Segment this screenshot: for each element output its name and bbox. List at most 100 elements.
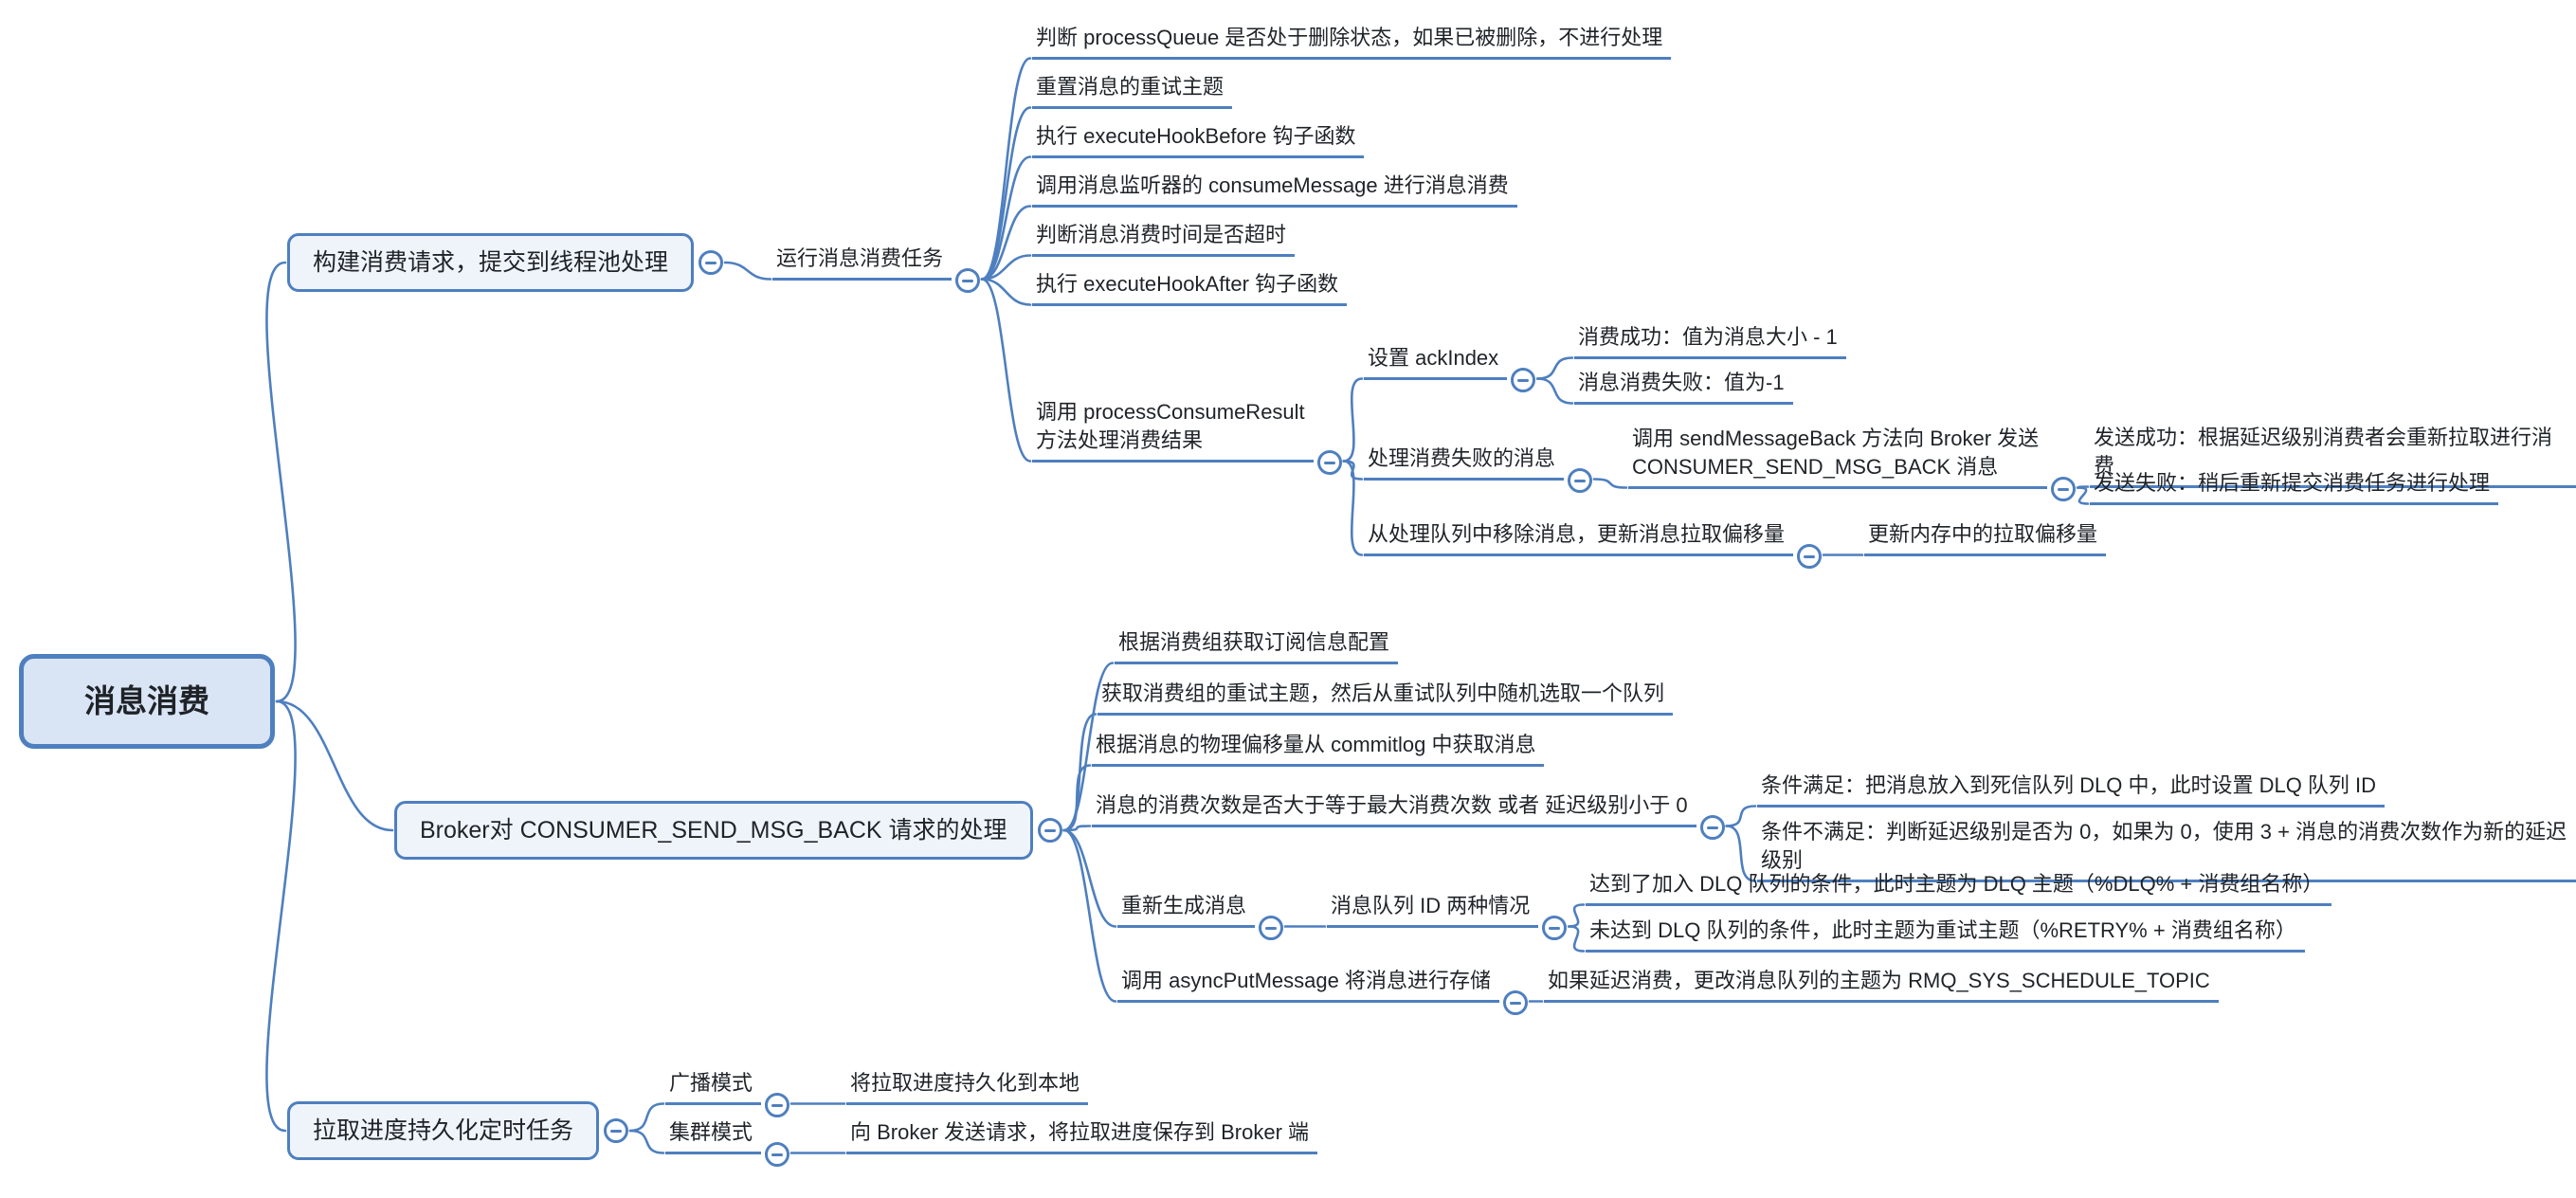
connector <box>2076 485 2090 489</box>
connector <box>980 57 1032 281</box>
node-label: 更新内存中的拉取偏移量 <box>1864 520 2107 556</box>
connector <box>1342 377 1364 463</box>
leaf-update-memory-offset[interactable]: 更新内存中的拉取偏移量 <box>1864 520 2107 556</box>
node-label: 向 Broker 发送请求，将拉取进度保存到 Broker 端 <box>846 1118 1318 1154</box>
collapse-minus-icon[interactable] <box>765 1093 790 1117</box>
node-label: 集群模式 <box>665 1118 762 1154</box>
root-topic-message-consumption[interactable]: 消息消费 <box>19 654 275 749</box>
node-check-max-reconsume-times[interactable]: 消息的消费次数是否大于等于最大消费次数 或者 延迟级别小于 0 <box>1092 791 1725 840</box>
collapse-minus-icon[interactable] <box>2051 477 2077 501</box>
node-label: 判断 processQueue 是否处于删除状态，如果已被删除，不进行处理 <box>1032 24 1672 60</box>
topic-offset-persist-task[interactable]: 拉取进度持久化定时任务 <box>287 1101 629 1160</box>
node-label: 获取消费组的重试主题，然后从重试队列中随机选取一个队列 <box>1098 680 1674 716</box>
node-remove-message-update-offset[interactable]: 从处理队列中移除消息，更新消息拉取偏移量 <box>1364 520 1823 569</box>
node-handle-failed-messages[interactable]: 处理消费失败的消息 <box>1364 445 1593 493</box>
collapse-minus-icon[interactable] <box>698 250 724 275</box>
node-process-consume-result[interactable]: 调用 processConsumeResult 方法处理消费结果 <box>1032 398 1342 475</box>
collapse-minus-icon[interactable] <box>955 268 981 293</box>
connector <box>1567 925 1586 953</box>
leaf-condition-met-dlq[interactable]: 条件满足：把消息放入到死信队列 DLQ 中，此时设置 DLQ 队列 ID <box>1757 771 2386 808</box>
minus-glyph <box>771 1103 784 1107</box>
minus-glyph <box>771 1153 784 1156</box>
node-cluster-mode[interactable]: 集群模式 <box>665 1118 790 1167</box>
leaf-get-subscription-config[interactable]: 根据消费组获取订阅信息配置 <box>1115 628 1399 664</box>
topic-broker-send-msg-back-handling[interactable]: Broker对 CONSUMER_SEND_MSG_BACK 请求的处理 <box>394 801 1062 860</box>
connector <box>628 1102 665 1133</box>
connector <box>1535 377 1574 405</box>
minus-glyph <box>1804 554 1816 558</box>
node-set-ack-index[interactable]: 设置 ackIndex <box>1364 344 1536 392</box>
connector <box>1567 903 1586 928</box>
node-label: 达到了加入 DLQ 队列的条件，此时主题为 DLQ 主题（%DLQ% + 消费组… <box>1586 870 2332 906</box>
leaf-execute-hook-after[interactable]: 执行 executeHookAfter 钩子函数 <box>1032 270 1348 306</box>
node-send-message-back[interactable]: 调用 sendMessageBack 方法向 Broker 发送 CONSUME… <box>1628 425 2077 501</box>
node-label: 根据消息的物理偏移量从 commitlog 中获取消息 <box>1092 731 1545 767</box>
collapse-minus-icon[interactable] <box>1316 450 1342 475</box>
connector <box>265 261 297 703</box>
leaf-retry-topic-case[interactable]: 未达到 DLQ 队列的条件，此时主题为重试主题（%RETRY% + 消费组名称） <box>1586 917 2305 953</box>
node-label: Broker对 CONSUMER_SEND_MSG_BACK 请求的处理 <box>394 801 1033 860</box>
leaf-schedule-topic-change[interactable]: 如果延迟消费，更改消息队列的主题为 RMQ_SYS_SCHEDULE_TOPIC <box>1544 967 2219 1003</box>
leaf-execute-hook-before[interactable]: 执行 executeHookBefore 钩子函数 <box>1032 122 1365 158</box>
node-label: 消息队列 ID 两种情况 <box>1327 892 1539 928</box>
node-label: 如果延迟消费，更改消息队列的主题为 RMQ_SYS_SCHEDULE_TOPIC <box>1544 967 2219 1003</box>
collapse-minus-icon[interactable] <box>1511 368 1536 392</box>
collapse-minus-icon[interactable] <box>1542 916 1568 940</box>
leaf-check-consume-timeout[interactable]: 判断消息消费时间是否超时 <box>1032 221 1296 257</box>
connector <box>1062 825 1092 832</box>
collapse-minus-icon[interactable] <box>1503 990 1528 1015</box>
collapse-minus-icon[interactable] <box>765 1142 790 1167</box>
leaf-ack-consume-success[interactable]: 消费成功：值为消息大小 - 1 <box>1574 323 1846 359</box>
node-label: 消费成功：值为消息大小 - 1 <box>1574 323 1846 359</box>
leaf-send-back-success[interactable]: 发送成功：根据延迟级别消费者会重新拉取进行消费 <box>2090 424 2576 488</box>
node-queue-id-two-cases[interactable]: 消息队列 ID 两种情况 <box>1327 892 1568 940</box>
minus-glyph <box>1549 926 1561 930</box>
node-label: 拉取进度持久化定时任务 <box>287 1101 600 1160</box>
leaf-persist-to-broker[interactable]: 向 Broker 发送请求，将拉取进度保存到 Broker 端 <box>846 1118 1318 1154</box>
node-label: 广播模式 <box>665 1069 762 1105</box>
minus-glyph <box>1574 479 1587 482</box>
collapse-minus-icon[interactable] <box>1259 916 1284 940</box>
leaf-ack-consume-fail[interactable]: 消息消费失败：值为-1 <box>1574 369 1793 405</box>
node-label: 条件满足：把消息放入到死信队列 DLQ 中，此时设置 DLQ 队列 ID <box>1757 771 2386 808</box>
minus-glyph <box>1510 1001 1521 1005</box>
minus-glyph <box>610 1129 623 1133</box>
topic-build-consume-request[interactable]: 构建消费请求，提交到线程池处理 <box>287 233 724 292</box>
minus-glyph <box>1043 828 1056 832</box>
minus-glyph <box>1706 826 1718 829</box>
node-run-consume-task[interactable]: 运行消息消费任务 <box>772 245 981 293</box>
node-label: 条件不满足：判断延迟级别是否为 0，如果为 0，使用 3 + 消息的消费次数作为… <box>1757 818 2576 882</box>
connector <box>2076 486 2090 505</box>
leaf-dlq-topic-case[interactable]: 达到了加入 DLQ 队列的条件，此时主题为 DLQ 主题（%DLQ% + 消费组… <box>1586 870 2332 906</box>
leaf-check-process-queue-dropped[interactable]: 判断 processQueue 是否处于删除状态，如果已被删除，不进行处理 <box>1032 24 1672 60</box>
node-regenerate-message[interactable]: 重新生成消息 <box>1117 892 1284 940</box>
leaf-get-retry-topic-random-queue[interactable]: 获取消费组的重试主题，然后从重试队列中随机选取一个队列 <box>1098 680 1674 716</box>
node-label: 根据消费组获取订阅信息配置 <box>1115 628 1399 664</box>
node-broadcast-mode[interactable]: 广播模式 <box>665 1069 790 1117</box>
leaf-get-message-by-offset[interactable]: 根据消息的物理偏移量从 commitlog 中获取消息 <box>1092 731 1545 767</box>
node-label: 发送成功：根据延迟级别消费者会重新拉取进行消费 <box>2090 424 2576 488</box>
collapse-minus-icon[interactable] <box>604 1118 629 1143</box>
leaf-reset-retry-topic[interactable]: 重置消息的重试主题 <box>1032 73 1233 109</box>
minus-glyph <box>705 261 717 264</box>
connector <box>980 106 1032 281</box>
node-label: 重置消息的重试主题 <box>1032 73 1233 109</box>
node-label: 设置 ackIndex <box>1364 344 1508 380</box>
connector <box>265 699 297 1133</box>
leaf-invoke-consume-message[interactable]: 调用消息监听器的 consumeMessage 进行消息消费 <box>1032 172 1517 208</box>
connector <box>1062 828 1117 1003</box>
connector <box>628 1129 665 1154</box>
node-label: 调用 sendMessageBack 方法向 Broker 发送 CONSUME… <box>1628 425 2048 489</box>
collapse-minus-icon[interactable] <box>1037 818 1062 843</box>
collapse-minus-icon[interactable] <box>1699 815 1725 840</box>
collapse-minus-icon[interactable] <box>1797 544 1823 569</box>
connector <box>1535 356 1574 380</box>
leaf-condition-not-met-delay-level[interactable]: 条件不满足：判断延迟级别是否为 0，如果为 0，使用 3 + 消息的消费次数作为… <box>1757 818 2576 882</box>
connector <box>1062 713 1098 832</box>
connector <box>1725 805 1757 827</box>
collapse-minus-icon[interactable] <box>1568 468 1593 493</box>
node-async-put-message[interactable]: 调用 asyncPutMessage 将消息进行存储 <box>1117 967 1528 1015</box>
node-label: 从处理队列中移除消息，更新消息拉取偏移量 <box>1364 520 1794 556</box>
leaf-send-back-fail[interactable]: 发送失败：稍后重新提交消费任务进行处理 <box>2090 469 2499 505</box>
leaf-persist-local[interactable]: 将拉取进度持久化到本地 <box>846 1069 1089 1105</box>
